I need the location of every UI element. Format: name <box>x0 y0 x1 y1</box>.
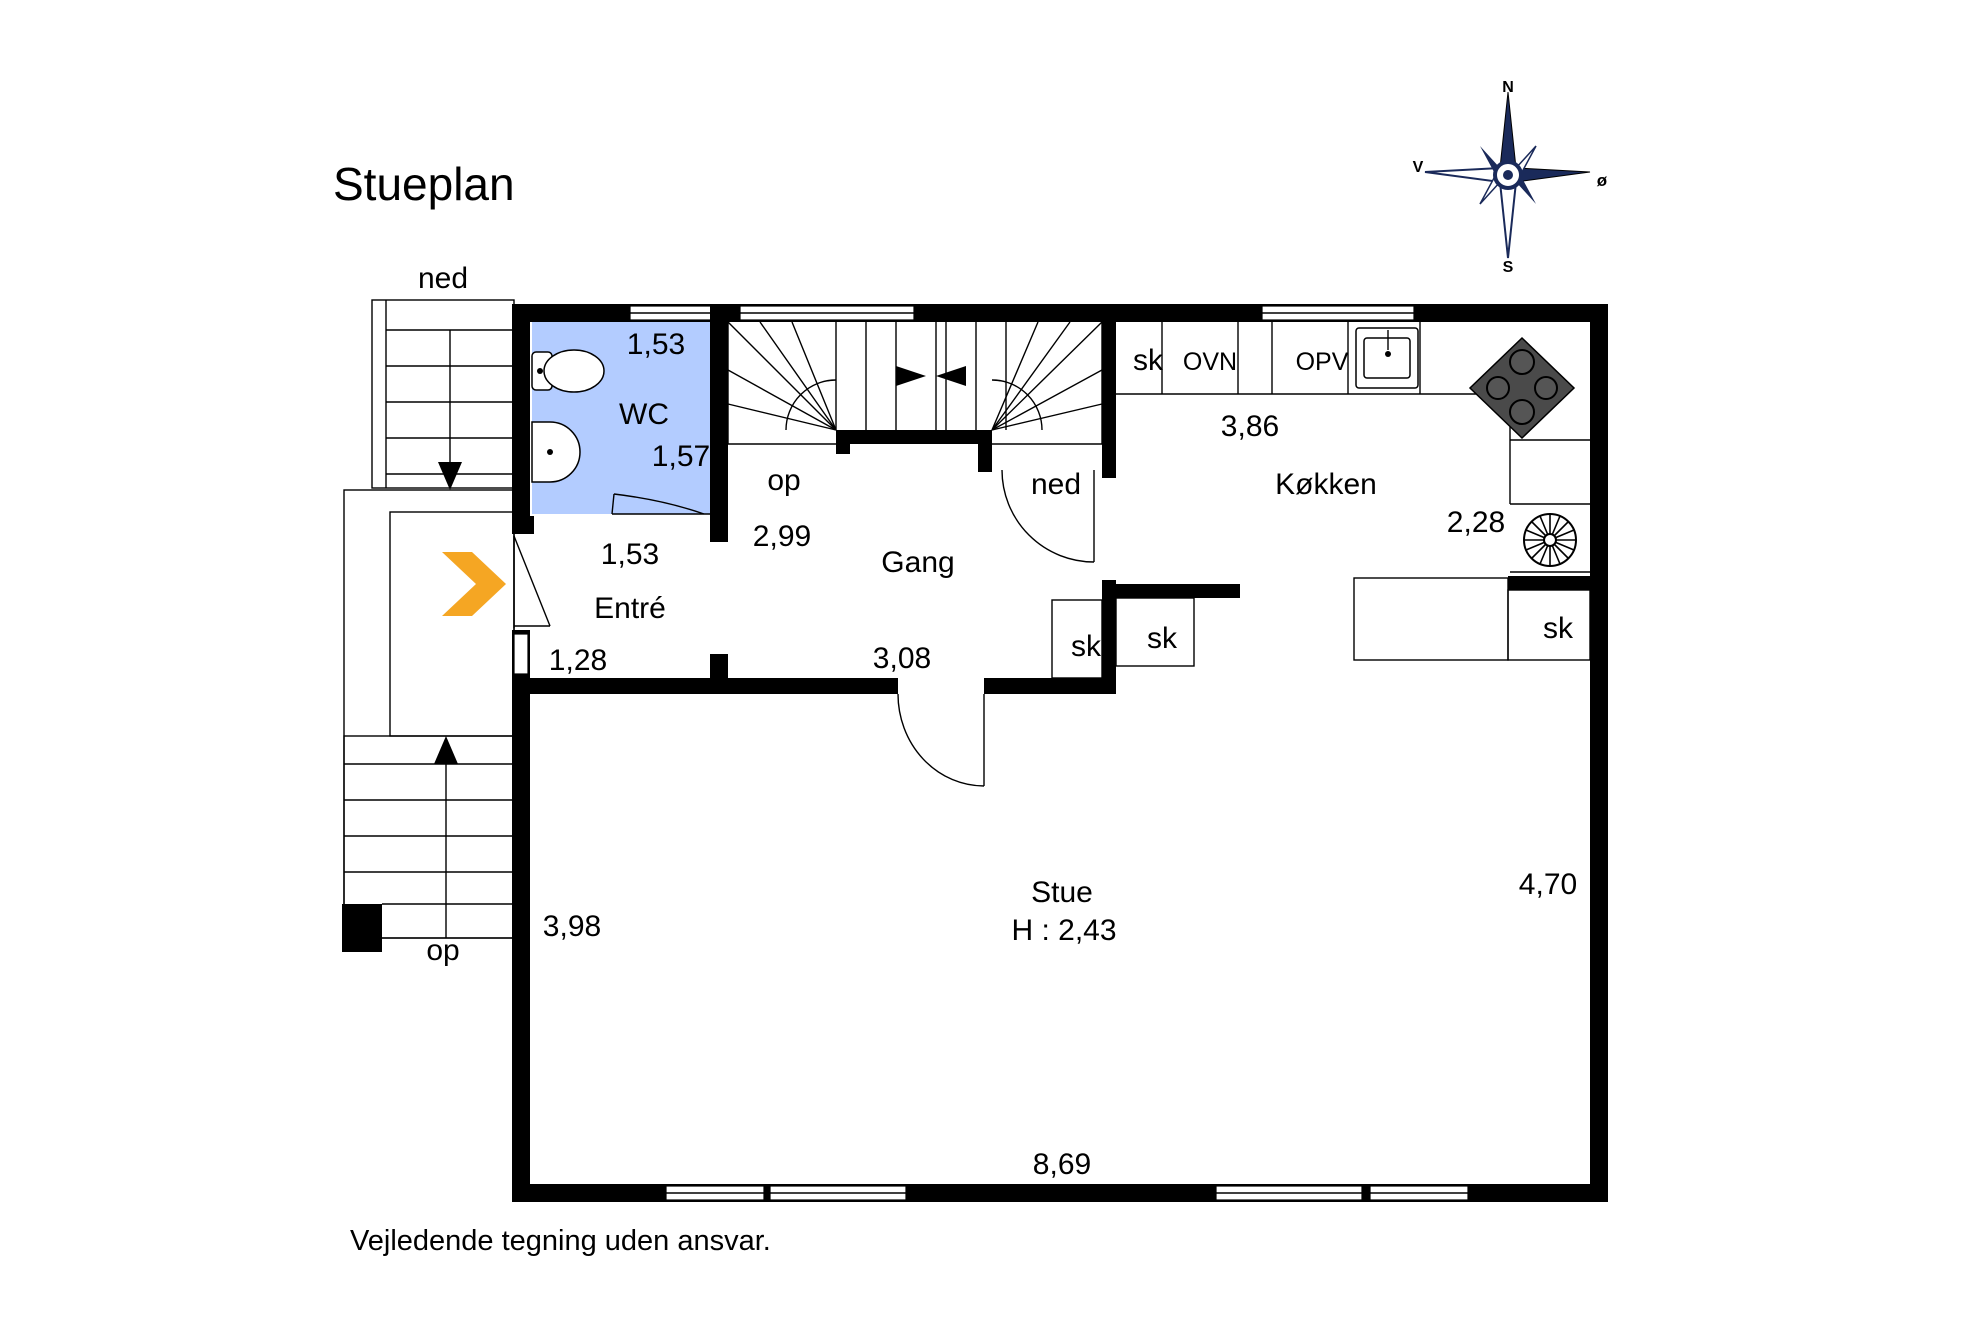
toilet-icon <box>531 349 605 393</box>
compass-v: V <box>1413 159 1424 176</box>
stue-name: Stue <box>1031 876 1093 909</box>
gang-dim-bottom: 3,08 <box>873 642 931 675</box>
wc-door <box>611 493 710 515</box>
entre-name: Entré <box>594 592 666 625</box>
fan-icon <box>1523 513 1577 567</box>
stue-dim-left: 3,98 <box>543 910 601 943</box>
entre-dim-top: 1,53 <box>601 538 659 571</box>
stair-label-op: op <box>426 934 459 967</box>
kitchen-dim-right: 2,28 <box>1447 506 1505 539</box>
kitchen-sk-top: sk <box>1133 344 1164 377</box>
stue-door <box>897 693 985 787</box>
windows <box>513 305 1469 1201</box>
compass-s: S <box>1503 259 1514 276</box>
entrance-arrow-icon <box>442 552 506 616</box>
stue-height: H : 2,43 <box>1011 914 1116 947</box>
gang-name: Gang <box>881 546 954 579</box>
wc-name: WC <box>619 398 669 431</box>
kitchen-sink-icon <box>1355 327 1419 389</box>
stair-label-ned: ned <box>418 262 468 295</box>
disclaimer: Vejledende tegning uden ansvar. <box>350 1225 771 1257</box>
kitchen-opv: OPV <box>1296 348 1349 376</box>
sink-icon <box>531 421 581 483</box>
kitchen-name: Køkken <box>1275 468 1377 501</box>
internal-stair <box>727 321 1103 445</box>
stue-dim-right: 4,70 <box>1519 868 1577 901</box>
compass-n: N <box>1502 79 1514 96</box>
closet-sk-b: sk <box>1147 622 1178 655</box>
stair-door <box>1001 469 1095 563</box>
entre-dim-bottom: 1,28 <box>549 644 607 677</box>
stue-dim-bottom: 8,69 <box>1033 1148 1091 1181</box>
compass-rose-icon <box>1424 91 1591 259</box>
gang-dim-left: 2,99 <box>753 520 811 553</box>
entrance-door <box>513 535 551 628</box>
gang-stair-op: op <box>767 464 800 497</box>
wc-dim-top: 1,53 <box>627 328 685 361</box>
closets <box>1051 577 1591 679</box>
stove-icon <box>1468 336 1576 440</box>
compass-e: ø <box>1597 171 1608 190</box>
kitchen-sk-bottom: sk <box>1543 612 1574 645</box>
interior-walls <box>512 304 1598 694</box>
closet-sk-a: sk <box>1071 630 1102 663</box>
kitchen-dim-width: 3,86 <box>1221 410 1279 443</box>
kitchen-ovn: OVN <box>1183 348 1237 376</box>
plan-title: Stueplan <box>333 158 515 210</box>
wc-dim-right: 1,57 <box>652 440 710 473</box>
external-stair <box>342 299 515 952</box>
gang-stair-ned: ned <box>1031 468 1081 501</box>
